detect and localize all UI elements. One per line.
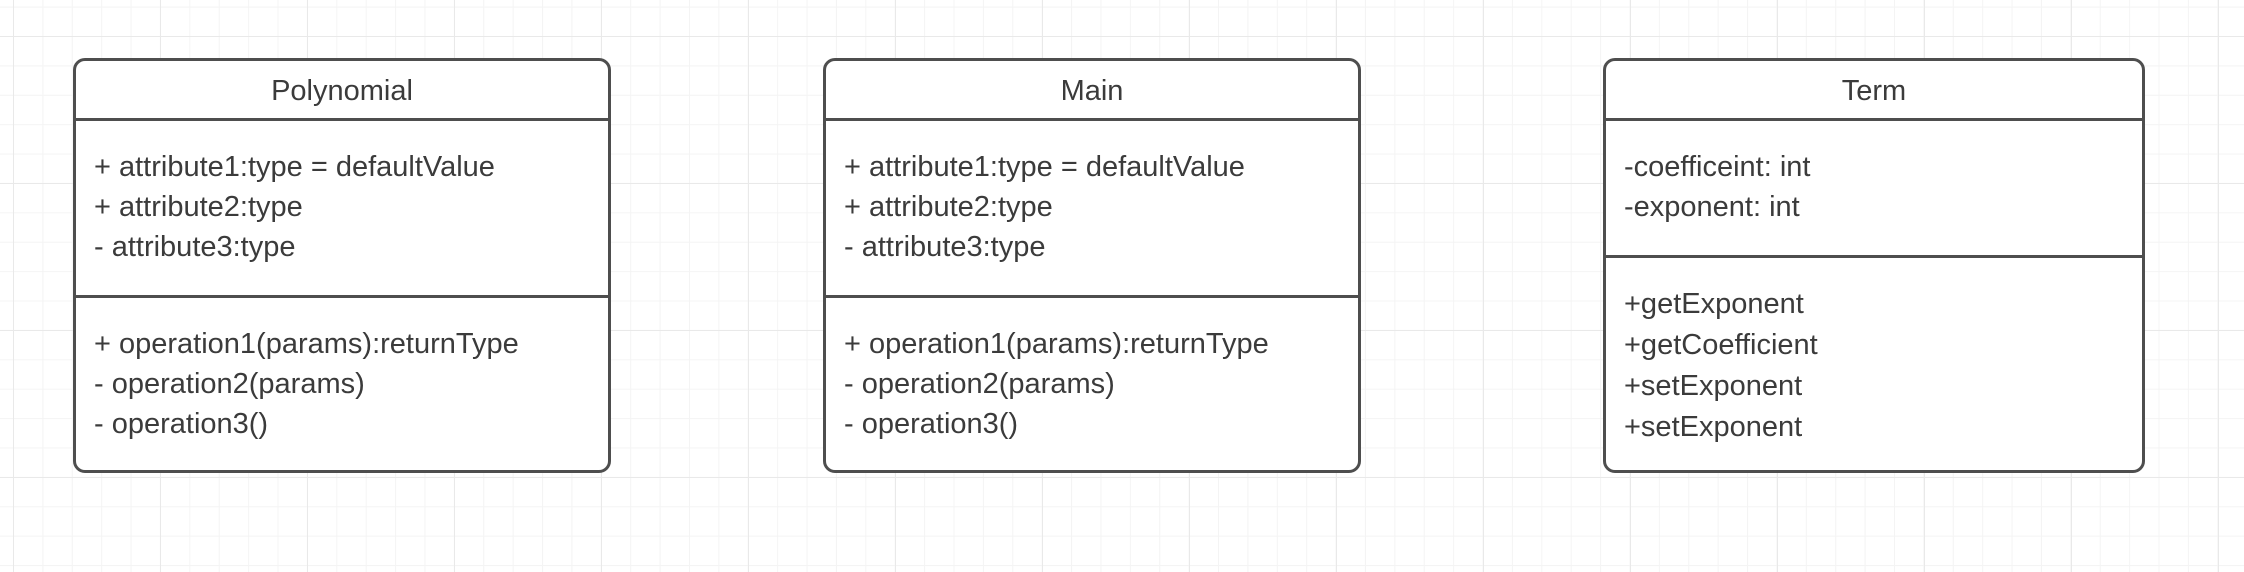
operation-line: +getExponent [1624, 288, 1804, 320]
class-title: Term [1606, 61, 2142, 121]
attribute-line: + attribute1:type = defaultValue [844, 151, 1245, 183]
class-box-term[interactable]: Term -coefficeint: int -exponent: int +g… [1603, 58, 2145, 473]
attributes-compartment: + attribute1:type = defaultValue + attri… [76, 121, 608, 298]
attribute-line: + attribute2:type [844, 191, 1053, 223]
operation-line: +setExponent [1624, 370, 1803, 402]
operation-line: +getCoefficient [1624, 329, 1818, 361]
class-box-main[interactable]: Main + attribute1:type = defaultValue + … [823, 58, 1361, 473]
attribute-line: -exponent: int [1624, 191, 1800, 223]
operation-line: +setExponent [1624, 411, 1803, 443]
operation-line: + operation1(params):returnType [94, 328, 519, 360]
operation-line: - operation3() [94, 408, 269, 440]
class-title: Main [826, 61, 1358, 121]
attribute-line: + attribute2:type [94, 191, 303, 223]
attributes-compartment: + attribute1:type = defaultValue + attri… [826, 121, 1358, 298]
class-box-polynomial[interactable]: Polynomial + attribute1:type = defaultVa… [73, 58, 611, 473]
attributes-compartment: -coefficeint: int -exponent: int [1606, 121, 2142, 258]
operation-line: - operation2(params) [94, 368, 365, 400]
class-title: Polynomial [76, 61, 608, 121]
operations-compartment: +getExponent +getCoefficient +setExponen… [1606, 258, 2142, 470]
attribute-line: -coefficeint: int [1624, 151, 1811, 183]
operation-line: - operation3() [844, 408, 1019, 440]
operations-compartment: + operation1(params):returnType - operat… [826, 298, 1358, 470]
attribute-line: + attribute1:type = defaultValue [94, 151, 495, 183]
operations-compartment: + operation1(params):returnType - operat… [76, 298, 608, 470]
attribute-line: - attribute3:type [844, 231, 1046, 263]
attribute-line: - attribute3:type [94, 231, 296, 263]
operation-line: - operation2(params) [844, 368, 1115, 400]
operation-line: + operation1(params):returnType [844, 328, 1269, 360]
